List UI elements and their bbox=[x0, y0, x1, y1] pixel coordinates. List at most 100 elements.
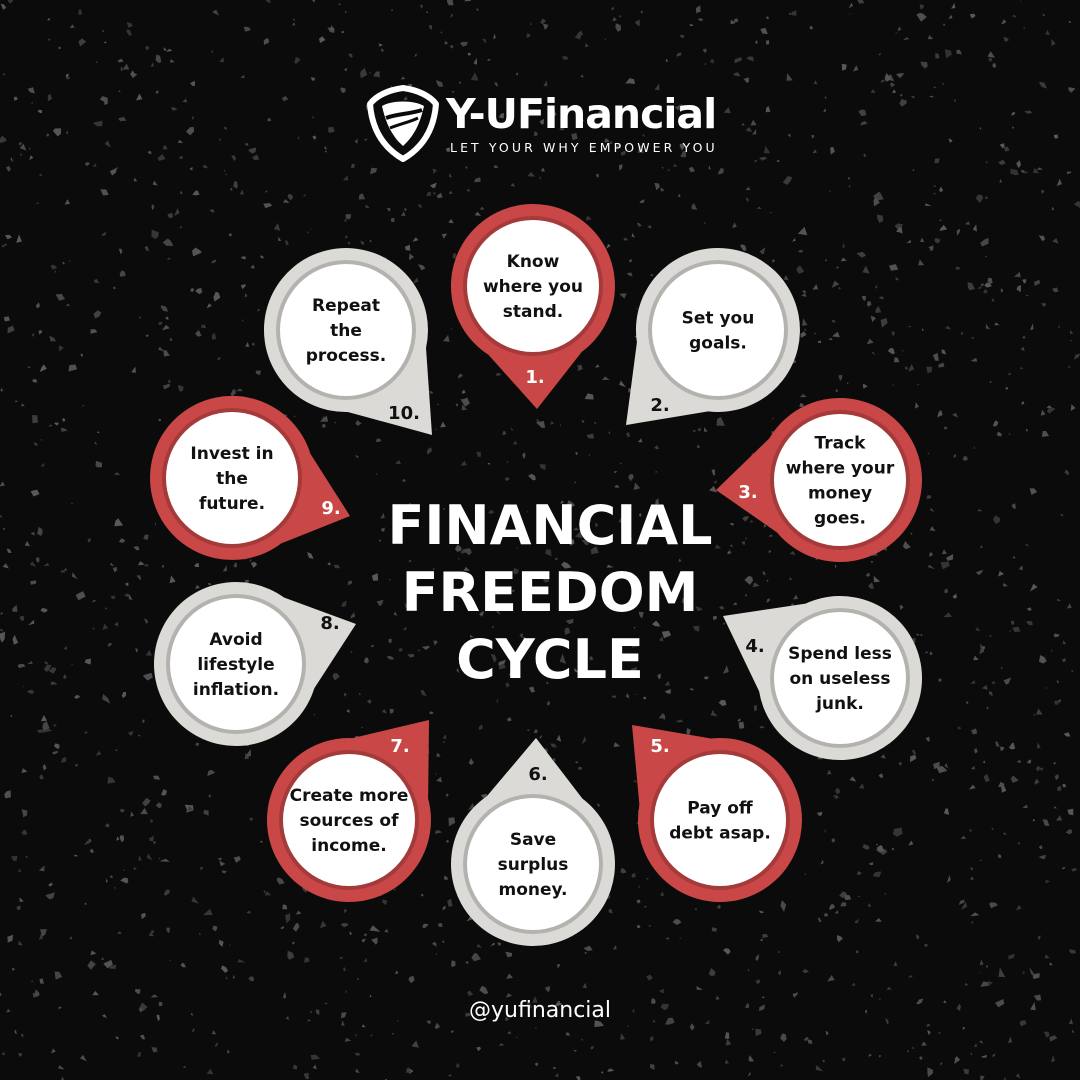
speckle-fleck bbox=[552, 758, 556, 762]
speckle-fleck bbox=[263, 890, 266, 894]
speckle-fleck bbox=[664, 680, 670, 686]
speckle-fleck bbox=[221, 870, 227, 874]
speckle-fleck bbox=[80, 353, 84, 357]
speckle-fleck bbox=[105, 823, 110, 828]
speckle-fleck bbox=[791, 10, 797, 16]
speckle-fleck bbox=[158, 857, 161, 860]
speckle-fleck bbox=[679, 937, 682, 939]
speckle-fleck bbox=[328, 127, 335, 133]
speckle-fleck bbox=[446, 793, 449, 797]
speckle-fleck bbox=[778, 950, 780, 953]
speckle-fleck bbox=[17, 868, 22, 873]
speckle-fleck bbox=[799, 402, 804, 407]
speckle-fleck bbox=[890, 82, 896, 88]
speckle-fleck bbox=[147, 150, 152, 155]
step-number: 7. bbox=[390, 736, 409, 757]
speckle-fleck bbox=[285, 239, 289, 246]
speckle-fleck bbox=[916, 383, 920, 386]
speckle-fleck bbox=[1013, 271, 1021, 278]
speckle-fleck bbox=[169, 575, 176, 584]
speckle-fleck bbox=[608, 431, 611, 435]
speckle-fleck bbox=[979, 644, 985, 655]
speckle-fleck bbox=[873, 196, 880, 207]
speckle-fleck bbox=[150, 62, 154, 67]
speckle-fleck bbox=[505, 682, 510, 688]
speckle-fleck bbox=[119, 270, 126, 277]
speckle-fleck bbox=[2, 563, 9, 569]
speckle-fleck bbox=[628, 388, 632, 393]
speckle-fleck bbox=[546, 681, 549, 685]
speckle-fleck bbox=[807, 1039, 813, 1044]
speckle-fleck bbox=[746, 127, 753, 132]
speckle-fleck bbox=[162, 383, 170, 390]
speckle-fleck bbox=[393, 888, 396, 891]
speckle-fleck bbox=[824, 829, 826, 833]
speckle-fleck bbox=[626, 432, 631, 438]
speckle-fleck bbox=[852, 65, 859, 72]
speckle-fleck bbox=[217, 357, 221, 361]
speckle-fleck bbox=[64, 199, 71, 205]
speckle-fleck bbox=[660, 1003, 670, 1011]
speckle-fleck bbox=[440, 421, 446, 428]
speckle-fleck bbox=[880, 318, 888, 328]
speckle-fleck bbox=[102, 693, 111, 704]
speckle-fleck bbox=[1053, 134, 1059, 139]
speckle-fleck bbox=[1033, 713, 1036, 716]
speckle-fleck bbox=[792, 238, 796, 242]
speckle-fleck bbox=[929, 508, 935, 513]
speckle-fleck bbox=[360, 240, 365, 245]
speckle-fleck bbox=[712, 615, 717, 621]
speckle-fleck bbox=[782, 176, 793, 185]
speckle-fleck bbox=[745, 537, 748, 540]
speckle-fleck bbox=[436, 192, 443, 199]
step-text-line: surplus bbox=[498, 855, 569, 875]
speckle-fleck bbox=[1019, 565, 1023, 571]
speckle-fleck bbox=[613, 742, 621, 748]
speckle-fleck bbox=[556, 734, 562, 742]
speckle-fleck bbox=[463, 566, 470, 571]
speckle-fleck bbox=[313, 713, 316, 716]
speckle-fleck bbox=[1073, 201, 1080, 208]
speckle-fleck bbox=[761, 996, 765, 999]
speckle-fleck bbox=[136, 575, 142, 581]
speckle-fleck bbox=[121, 692, 126, 699]
speckle-fleck bbox=[448, 1074, 452, 1077]
speckle-fleck bbox=[214, 1042, 218, 1047]
speckle-fleck bbox=[623, 237, 629, 241]
speckle-fleck bbox=[45, 892, 55, 900]
speckle-fleck bbox=[446, 839, 450, 843]
speckle-fleck bbox=[18, 141, 22, 146]
speckle-fleck bbox=[632, 1009, 635, 1013]
speckle-fleck bbox=[559, 424, 562, 427]
speckle-fleck bbox=[964, 221, 971, 225]
speckle-fleck bbox=[943, 612, 953, 618]
speckle-fleck bbox=[12, 604, 18, 612]
speckle-fleck bbox=[849, 12, 851, 15]
speckle-fleck bbox=[1053, 806, 1058, 809]
speckle-fleck bbox=[393, 611, 398, 616]
speckle-fleck bbox=[639, 199, 645, 204]
speckle-fleck bbox=[789, 551, 796, 556]
speckle-fleck bbox=[575, 1076, 581, 1080]
speckle-fleck bbox=[84, 162, 90, 167]
step-text-line: process. bbox=[306, 346, 387, 366]
speckle-fleck bbox=[224, 126, 227, 130]
speckle-fleck bbox=[2, 73, 5, 76]
speckle-fleck bbox=[245, 342, 250, 347]
speckle-fleck bbox=[969, 829, 973, 832]
speckle-fleck bbox=[607, 1068, 615, 1072]
title-line: FREEDOM bbox=[401, 561, 699, 624]
speckle-fleck bbox=[166, 48, 173, 52]
speckle-fleck bbox=[597, 803, 601, 807]
speckle-fleck bbox=[408, 502, 412, 505]
speckle-fleck bbox=[825, 259, 827, 262]
speckle-fleck bbox=[973, 1043, 978, 1048]
speckle-fleck bbox=[442, 740, 446, 743]
speckle-fleck bbox=[896, 73, 904, 79]
speckle-fleck bbox=[526, 510, 528, 513]
speckle-fleck bbox=[110, 875, 113, 878]
step-text-line: future. bbox=[199, 494, 265, 514]
speckle-fleck bbox=[190, 287, 195, 292]
speckle-fleck bbox=[1042, 13, 1045, 17]
